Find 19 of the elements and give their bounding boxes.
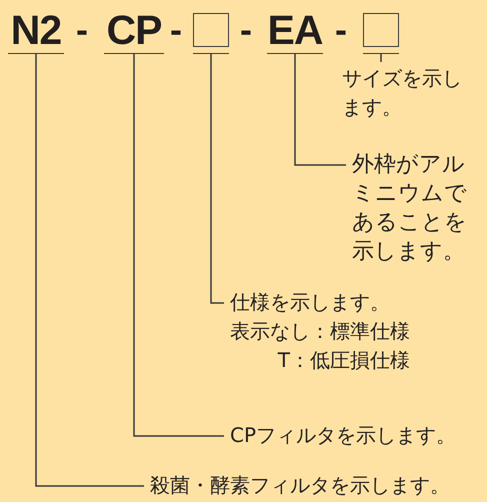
hyphen: - bbox=[335, 8, 347, 52]
description-text: 仕様を示します。 bbox=[230, 289, 391, 316]
description-text: サイズを示します。 bbox=[342, 64, 472, 122]
description-text: 外枠がアルミニウムであることを示します。 bbox=[352, 150, 470, 266]
option-text: T：低圧損仕様 bbox=[276, 347, 410, 374]
option-text: 表示なし：標準仕様 bbox=[230, 318, 410, 345]
code-segment: EA bbox=[267, 8, 323, 54]
leader-line bbox=[133, 54, 224, 437]
hyphen: - bbox=[240, 8, 252, 52]
hyphen: - bbox=[170, 8, 182, 52]
description-text: CPフィルタを示します。 bbox=[230, 421, 456, 450]
leader-line bbox=[210, 54, 224, 304]
leader-line bbox=[380, 54, 382, 62]
hyphen: - bbox=[76, 8, 88, 52]
leader-line bbox=[294, 54, 346, 166]
code-segment: CP bbox=[104, 8, 164, 54]
leader-line bbox=[35, 54, 144, 487]
description-text: 殺菌・酵素フィルタを示します。 bbox=[150, 471, 450, 500]
code-segment: N2 bbox=[8, 8, 64, 54]
